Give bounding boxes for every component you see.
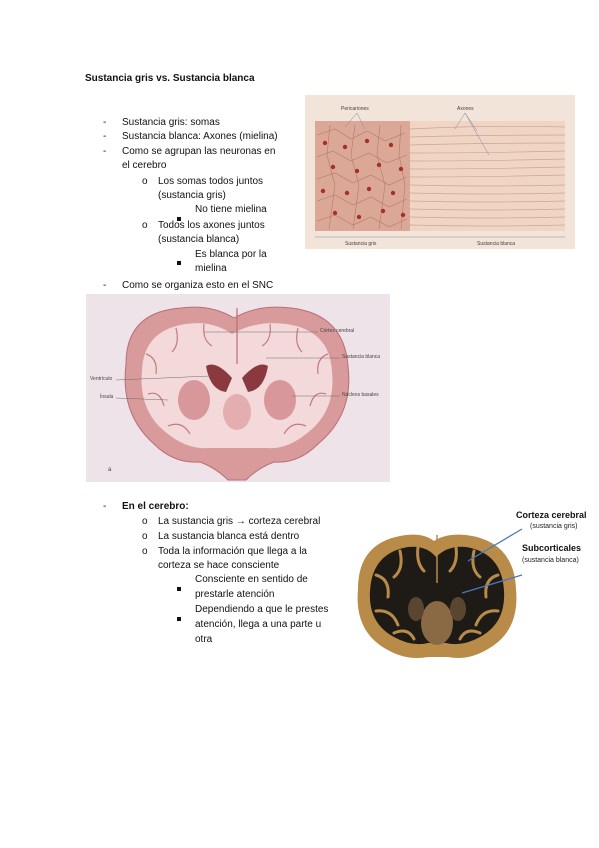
page-title: Sustancia gris vs. Sustancia blanca	[85, 73, 255, 84]
figure-label: Sustancia blanca	[342, 354, 381, 360]
figure-label: Pericariones	[341, 106, 369, 112]
figure-label: (sustancia blanca)	[522, 557, 579, 564]
list-subsubitem: No tiene mielina	[195, 204, 267, 215]
list-item: Sustancia gris: somas	[122, 117, 220, 128]
figure-label: Ventrículo	[90, 376, 113, 382]
bullet-dash: -	[103, 131, 107, 142]
list-subsubitem: Consciente en sentido de	[195, 574, 308, 585]
stained-brain-figure: Corteza cerebral (sustancia gris) Subcor…	[350, 505, 598, 665]
brain-section-illustration	[115, 306, 350, 481]
list-item: En el cerebro:	[122, 501, 189, 512]
list-subitem: Toda la información que llega a la	[158, 546, 307, 557]
stained-brain-illustration	[357, 528, 523, 658]
list-subitem: Los somas todos juntos	[158, 176, 264, 187]
list-subsubitem: Es blanca por la	[195, 249, 267, 260]
bullet-dash: -	[103, 280, 107, 291]
histology-illustration	[315, 112, 566, 238]
histology-figure: Pericariones Axones Sustancia gris Susta…	[305, 95, 575, 249]
list-subsubitem: Dependiendo a que le prestes	[195, 604, 329, 615]
figure-label: a	[108, 467, 112, 473]
list-subsubitem: otra	[195, 634, 213, 645]
figure-label: Ínsula	[100, 394, 114, 400]
list-subitem: (sustancia gris)	[158, 190, 226, 201]
figure-label: Sustancia blanca	[477, 241, 516, 247]
bullet-square	[177, 578, 181, 596]
figure-label: Sustancia gris	[345, 241, 377, 247]
list-subsubitem: mielina	[195, 263, 227, 274]
list-item: Como se agrupan las neuronas en	[122, 146, 276, 157]
bullet-circle: o	[142, 531, 148, 542]
bullet-square	[177, 208, 181, 226]
bullet-dash: -	[103, 146, 107, 157]
figure-label: Núcleos basales	[342, 392, 379, 398]
bullet-circle: o	[142, 220, 148, 231]
list-item: Sustancia blanca: Axones (mielina)	[122, 131, 278, 142]
figure-label: Axones	[457, 106, 474, 112]
list-item: Como se organiza esto en el SNC	[122, 280, 274, 291]
list-subitem: (sustancia blanca)	[158, 234, 240, 245]
list-subitem: Todos los axones juntos	[158, 220, 265, 231]
list-subitem: La sustancia blanca está dentro	[158, 531, 300, 542]
bullet-square	[177, 252, 181, 270]
bullet-circle: o	[142, 176, 148, 187]
figure-label: Corteza cerebral	[516, 510, 587, 520]
bullet-circle: o	[142, 516, 148, 527]
figure-label: (sustancia gris)	[530, 523, 578, 530]
figure-label: Subcorticales	[522, 543, 582, 553]
bullet-dash: -	[103, 117, 107, 128]
figure-label: Córtex cerebral	[320, 328, 355, 334]
bullet-circle: o	[142, 546, 148, 557]
list-item: el cerebro	[122, 160, 167, 171]
bullet-dash: -	[103, 501, 107, 512]
bullet-square	[177, 608, 181, 626]
list-subitem: corteza se hace consciente	[158, 560, 280, 571]
list-subitem: La sustancia gris → corteza cerebral	[158, 516, 321, 527]
brain-section-figure: Córtex cerebral Sustancia blanca Ventríc…	[86, 294, 390, 482]
list-subsubitem: atención, llega a una parte u	[195, 619, 322, 630]
list-subsubitem: prestarle atención	[195, 589, 275, 600]
